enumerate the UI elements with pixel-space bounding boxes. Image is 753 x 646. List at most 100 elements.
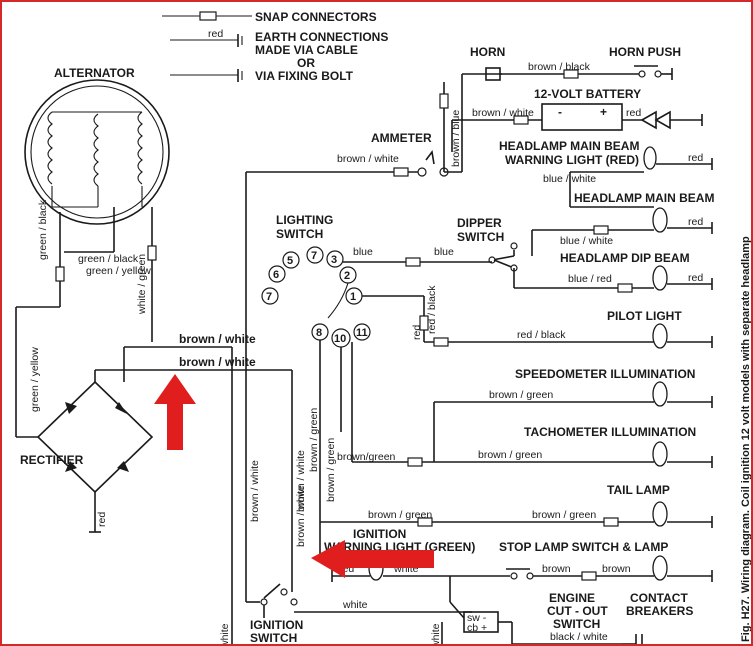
ignition-switch: IGNITION SWITCH white (250, 583, 472, 644)
switch-terminal-8: 8 (316, 327, 322, 339)
wire-label-brown-white-v: brown / white (295, 485, 307, 547)
wire-label-red-black-v: red / black (426, 285, 438, 334)
horn: HORN brown / black HORN PUSH (462, 45, 681, 81)
coil-cb-label: cb + (467, 622, 487, 634)
wire-label-red-battery: red (626, 107, 641, 119)
dip-beam-label: HEADLAMP DIP BEAM (560, 251, 690, 265)
coil-sw-label: sw - (467, 612, 487, 624)
wire-label-brown-green-tacho: brown / green (478, 449, 542, 461)
ign-switch-label-1: IGNITION (250, 618, 303, 632)
legend-earth-line2: MADE VIA CABLE (255, 43, 358, 57)
wire-label-brown-white-trunk: brown / white (249, 460, 261, 522)
lamp-icon (643, 146, 657, 170)
lamp-icon (652, 265, 668, 291)
wire-label-red-black: red / black (517, 329, 566, 341)
coil-right-icon (137, 111, 143, 185)
wire-label-white-ign-switch: white (342, 599, 368, 611)
contact-label-1: CONTACT (630, 591, 688, 605)
ign-warn-label-1: IGNITION (353, 527, 406, 541)
main-beam-warning-light: HEADLAMP MAIN BEAM WARNING LIGHT (RED) r… (499, 139, 713, 207)
cutout-label-2: CUT - OUT (547, 604, 608, 618)
lamp-icon (652, 381, 668, 407)
dipper-label-2: SWITCH (457, 230, 504, 244)
wire-label-brown-stop-a: brown (542, 563, 571, 575)
wire-label-white-coil: white (430, 623, 442, 646)
highlight-arrow-left-icon (311, 540, 434, 578)
wire-label-brown-black: brown / black (528, 61, 591, 73)
wire-label-red-warn: red (688, 152, 703, 164)
tail-lamp-label: TAIL LAMP (607, 483, 670, 497)
switch-terminal-7: 7 (266, 291, 272, 303)
main-beam-warn-line1: HEADLAMP MAIN BEAM (499, 139, 639, 153)
horn-push-label: HORN PUSH (609, 45, 681, 59)
wire-label-brown-green-v1: brown / green (308, 408, 320, 472)
stop-lamp-label: STOP LAMP SWITCH & LAMP (499, 540, 668, 554)
lamp-icon (652, 555, 668, 581)
lighting-switch: LIGHTING SWITCH 7 5 6 7 3 2 1 8 10 11 (261, 213, 371, 348)
tacho-label: TACHOMETER ILLUMINATION (524, 425, 696, 439)
wire-label-white-left: white (219, 623, 231, 646)
wire-label-red-main: red (688, 216, 703, 228)
ammeter-needle-icon (425, 150, 435, 165)
dipper-label-1: DIPPER (457, 216, 502, 230)
lamp-icon (652, 207, 668, 233)
cutout-label-3: SWITCH (553, 617, 600, 631)
stop-lamp-switch: STOP LAMP SWITCH & LAMP brown brown (449, 540, 713, 602)
alternator-label: ALTERNATOR (54, 66, 135, 80)
switch-link-icon (327, 282, 349, 319)
lamp-icon (652, 323, 668, 349)
wire-label-brown-green-b: brown/green (337, 451, 396, 463)
rectifier-earth-red: red (96, 512, 108, 527)
wire-label-brown-green-v2: brown / white (295, 450, 307, 512)
wire-label-brown-green-speedo: brown / green (489, 389, 553, 401)
figure-caption: Fig. H27. Wiring diagram. Coil ignition … (740, 236, 752, 642)
switch-terminal-4: 7 (311, 250, 317, 262)
rectifier: RECTIFIER red (20, 380, 154, 533)
ammeter-label: AMMETER (371, 131, 432, 145)
rectifier-label: RECTIFIER (20, 453, 84, 467)
tachometer-illumination: TACHOMETER ILLUMINATION brown/green brow… (337, 342, 713, 468)
wire-label-green-yellow-b: green / yellow (86, 265, 151, 277)
coil: sw - cb + white (430, 601, 512, 646)
legend-snap-label: SNAP CONNECTORS (255, 10, 377, 24)
lamp-icon (652, 501, 668, 527)
wire-label-green-black: green / black (37, 199, 49, 260)
legend-earth-line3: VIA FIXING BOLT (255, 69, 354, 83)
switch-terminal-10: 10 (334, 333, 346, 345)
wire-label-brown-green-tail-a: brown / green (368, 509, 432, 521)
wire-label-brown-white-lower: brown / white (179, 355, 256, 369)
wire-label-brown-stop-b: brown (602, 563, 631, 575)
wire-label-black-white: black / white (550, 631, 608, 643)
wire-label-red-dip: red (688, 272, 703, 284)
headlamp-dip-beam: HEADLAMP DIP BEAM blue / red red (513, 251, 713, 293)
switch-terminal-1: 1 (350, 291, 356, 303)
snap-connector-icon (199, 11, 217, 21)
contact-label-2: BREAKERS (626, 604, 693, 618)
wire-label-brown-white-upper: brown / white (179, 332, 256, 346)
engine-cutout-switch: ENGINE CUT - OUT SWITCH black / white (511, 591, 622, 644)
legend: SNAP CONNECTORS red EARTH CONNECTIONS MA… (162, 10, 388, 83)
switch-terminal-3: 3 (331, 254, 337, 266)
legend-earth-or: OR (297, 56, 315, 70)
battery: 12-VOLT BATTERY - + brown / white red (451, 87, 703, 152)
wire-label-blue-a: blue (353, 246, 373, 258)
horn-label: HORN (470, 45, 505, 59)
wire-label-brown-blue: brown / blue (450, 110, 462, 167)
speedometer-illumination: SPEEDOMETER ILLUMINATION brown / green (433, 367, 713, 462)
legend-earth-line1: EARTH CONNECTIONS (255, 30, 388, 44)
coil-center-icon (93, 113, 99, 187)
contact-breakers: CONTACT BREAKERS (622, 591, 693, 644)
switch-terminal-2: 2 (344, 270, 350, 282)
wire-label-blue-b: blue (434, 246, 454, 258)
main-beam-label: HEADLAMP MAIN BEAM (574, 191, 714, 205)
wire-label-green-yellow-v: green / yellow (29, 347, 41, 412)
switch-terminal-11: 11 (356, 327, 368, 339)
wire-label-blue-white-a: blue / white (543, 173, 596, 185)
ammeter: AMMETER brown / white (337, 131, 449, 177)
wire-label-red-v: red (411, 325, 423, 340)
battery-label: 12-VOLT BATTERY (534, 87, 641, 101)
wire-label-white-green: white / green (136, 254, 148, 315)
lighting-switch-label-1: LIGHTING (276, 213, 333, 227)
headlamp-main-beam: HEADLAMP MAIN BEAM blue / white red (531, 191, 714, 256)
